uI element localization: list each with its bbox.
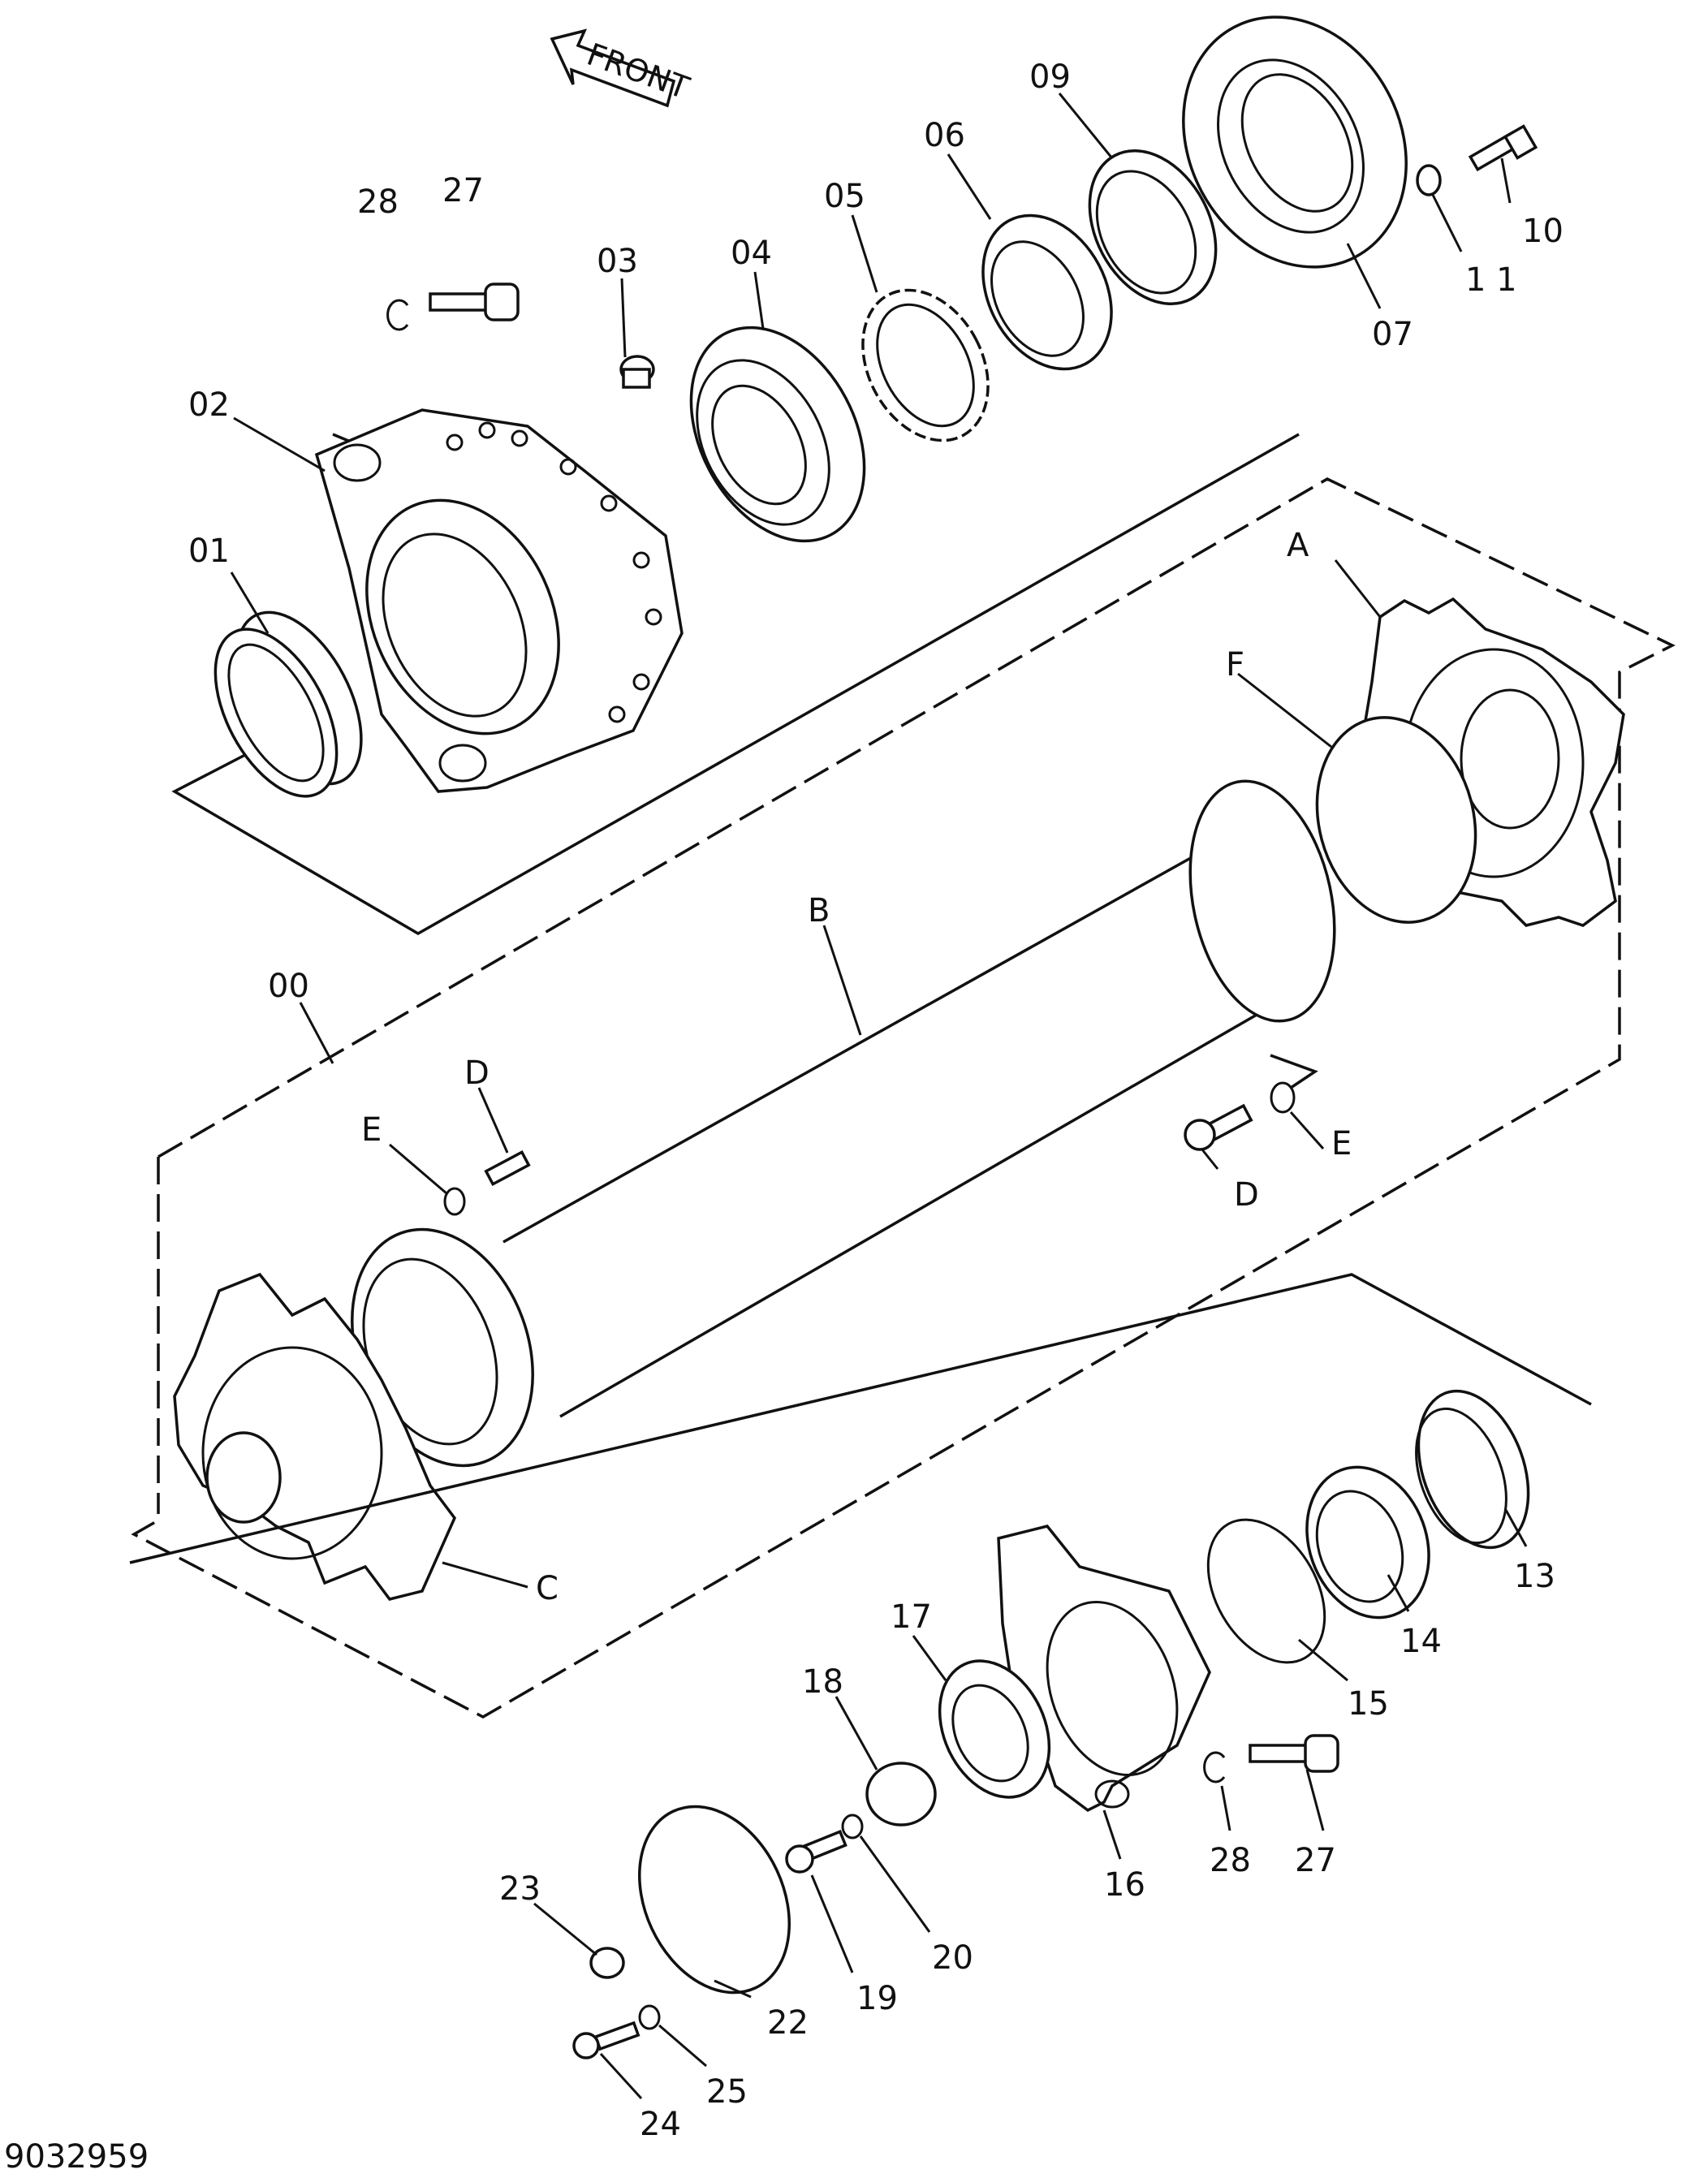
part-15-o-ring — [1206, 1518, 1326, 1664]
figure-number: 9032959 — [4, 2138, 149, 2176]
callout-05: 05 — [824, 178, 865, 215]
front-arrow: FRONT — [550, 28, 694, 108]
callout-E-right: E — [1331, 1125, 1352, 1162]
callout-02: 02 — [188, 386, 230, 424]
callout-27-lower: 27 — [1295, 1842, 1336, 1879]
part-22-cover — [638, 1805, 791, 1995]
part-03-plug — [619, 355, 655, 389]
callout-13: 13 — [1514, 1558, 1555, 1595]
callout-06: 06 — [924, 117, 965, 154]
part-18-plate — [865, 1762, 937, 1827]
callout-D-right: D — [1234, 1176, 1259, 1214]
callout-07: 07 — [1372, 316, 1413, 353]
part-E-washer-left — [443, 1187, 466, 1216]
leader-lines — [230, 93, 1528, 2100]
part-28-washer-upper — [386, 299, 409, 331]
part-C-sprocket — [173, 1272, 457, 1601]
part-D-bolt-left — [484, 1149, 531, 1187]
part-24-bolt — [572, 2021, 640, 2059]
part-E-washer-right — [1270, 1081, 1296, 1114]
part-04-bearing — [689, 326, 866, 543]
part-02-housing — [314, 408, 684, 793]
callout-15: 15 — [1348, 1685, 1389, 1723]
callout-23: 23 — [499, 1870, 541, 1908]
callout-24: 24 — [640, 2106, 681, 2143]
part-20-washer — [841, 1814, 864, 1839]
part-19-bolt — [785, 1830, 848, 1874]
callout-E-left: E — [361, 1111, 382, 1149]
part-06-nut — [981, 213, 1113, 371]
part-14-ring — [1305, 1465, 1430, 1619]
callout-18: 18 — [802, 1663, 843, 1701]
part-F-disc — [1315, 716, 1477, 924]
callout-16: 16 — [1104, 1866, 1145, 1904]
part-05-lock-washer — [861, 288, 990, 442]
callout-B: B — [808, 892, 830, 929]
callout-25: 25 — [706, 2073, 748, 2111]
part-23-plug — [589, 1947, 625, 1979]
part-13-seal — [1415, 1389, 1530, 1550]
callout-10: 10 — [1522, 213, 1564, 250]
callout-28-upper: 28 — [357, 183, 399, 221]
callout-19: 19 — [856, 1980, 898, 2017]
callout-09: 09 — [1029, 58, 1071, 96]
callout-20: 20 — [932, 1939, 973, 1977]
part-27-bolt-lower — [1249, 1734, 1339, 1773]
part-10-bolt — [1468, 124, 1538, 172]
part-25-washer — [638, 2004, 661, 2030]
callout-17: 17 — [891, 1598, 932, 1636]
part-D-bolt-right — [1184, 1103, 1253, 1151]
callout-28-lower: 28 — [1210, 1842, 1251, 1879]
callout-labels: 00 01 02 03 04 05 06 09 07 10 1 1 27 28 … — [188, 58, 1564, 2143]
callout-27-upper: 27 — [442, 172, 484, 209]
callout-C: C — [536, 1570, 559, 1607]
callout-03: 03 — [597, 243, 638, 280]
part-01-seal — [214, 610, 363, 798]
callout-D-left: D — [464, 1054, 490, 1092]
callout-11: 1 1 — [1465, 261, 1517, 299]
part-B-shaft — [351, 779, 1336, 1468]
part-09-seal — [1088, 149, 1218, 305]
callout-A: A — [1287, 527, 1309, 564]
callout-22: 22 — [767, 2004, 809, 2042]
part-17-bearing — [938, 1659, 1051, 1799]
callout-01: 01 — [188, 533, 230, 570]
lower-group-outline — [129, 1054, 1592, 1564]
callout-00: 00 — [268, 968, 309, 1005]
part-07-cover — [1182, 15, 1408, 269]
callout-14: 14 — [1400, 1623, 1442, 1660]
callout-04: 04 — [731, 235, 772, 272]
assembly-00-boundary — [131, 477, 1676, 1719]
part-27-bolt-upper — [429, 282, 520, 321]
callout-F: F — [1226, 646, 1244, 684]
part-11-washer — [1416, 164, 1442, 196]
part-28-washer-lower — [1203, 1751, 1226, 1783]
